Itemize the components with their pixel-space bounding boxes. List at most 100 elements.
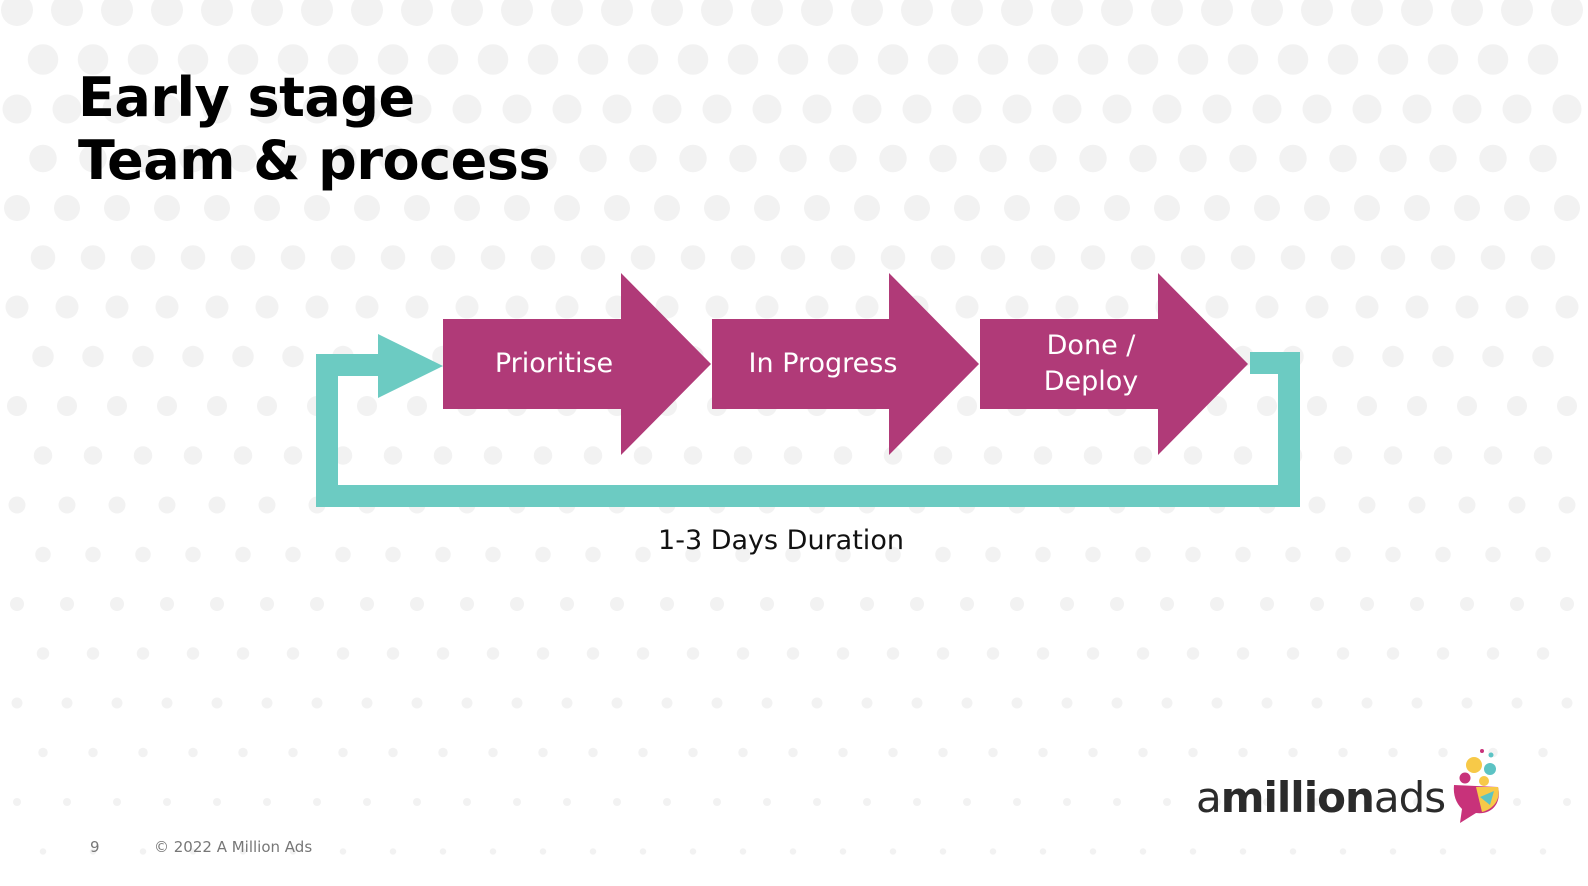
background-dot bbox=[8, 496, 26, 514]
background-dot bbox=[61, 697, 73, 709]
background-dot bbox=[755, 295, 779, 319]
background-dot bbox=[463, 798, 471, 806]
background-dot bbox=[1277, 44, 1309, 75]
background-dot bbox=[530, 245, 556, 270]
background-dot bbox=[655, 295, 679, 319]
background-dot bbox=[501, 0, 533, 26]
background-dot bbox=[157, 396, 177, 416]
background-dot bbox=[1180, 245, 1206, 270]
background-dot bbox=[380, 245, 406, 270]
background-dot bbox=[311, 697, 323, 709]
background-dot bbox=[638, 747, 648, 758]
background-dot bbox=[354, 195, 380, 221]
background-dot bbox=[1527, 44, 1559, 75]
background-dot bbox=[811, 697, 823, 709]
background-dot bbox=[83, 446, 103, 465]
background-dot bbox=[1358, 496, 1376, 514]
background-dot bbox=[1389, 848, 1397, 855]
background-dot bbox=[113, 798, 121, 806]
background-dot bbox=[280, 245, 306, 270]
background-dot bbox=[711, 697, 723, 709]
background-dot bbox=[929, 144, 957, 173]
background-dot bbox=[88, 747, 98, 758]
background-dot bbox=[836, 647, 850, 660]
background-dot bbox=[1077, 44, 1109, 75]
background-dot bbox=[1402, 94, 1432, 124]
background-dot bbox=[780, 245, 806, 270]
background-dot bbox=[361, 697, 373, 709]
background-dot bbox=[135, 546, 151, 563]
background-dot bbox=[579, 144, 607, 173]
background-dot bbox=[327, 44, 359, 75]
background-dot bbox=[680, 245, 706, 270]
background-dot bbox=[1179, 144, 1207, 173]
background-dot bbox=[1482, 345, 1504, 368]
logo-bubble-icon bbox=[1453, 749, 1499, 823]
background-dot bbox=[1339, 848, 1347, 855]
background-dot bbox=[438, 747, 448, 758]
background-dot bbox=[57, 396, 77, 416]
background-dot bbox=[1477, 44, 1509, 75]
background-dot bbox=[1238, 747, 1248, 758]
background-dot bbox=[180, 245, 206, 270]
background-dot bbox=[313, 798, 321, 806]
background-dot bbox=[277, 44, 309, 75]
background-dot bbox=[636, 647, 650, 660]
background-dot bbox=[485, 546, 501, 563]
background-dot bbox=[480, 245, 506, 270]
background-dot bbox=[1202, 94, 1232, 124]
background-dot bbox=[1152, 94, 1182, 124]
background-dot bbox=[302, 94, 332, 124]
step-label-line: In Progress bbox=[748, 348, 898, 379]
background-dot bbox=[786, 647, 800, 660]
background-dot bbox=[1161, 697, 1173, 709]
background-dot bbox=[560, 597, 574, 611]
background-dot bbox=[829, 144, 857, 173]
background-dot bbox=[483, 446, 503, 465]
background-dot bbox=[851, 0, 883, 26]
background-dot bbox=[1211, 697, 1223, 709]
background-dot bbox=[288, 747, 298, 758]
background-dot bbox=[163, 798, 171, 806]
background-dot bbox=[182, 345, 204, 368]
background-dot bbox=[1313, 798, 1321, 806]
background-dot bbox=[136, 647, 150, 660]
background-dot bbox=[910, 597, 924, 611]
background-dot bbox=[1354, 195, 1380, 221]
background-dot bbox=[1377, 44, 1409, 75]
background-dot bbox=[1257, 396, 1277, 416]
background-dot bbox=[1111, 697, 1123, 709]
background-dot bbox=[1379, 144, 1407, 173]
background-dot bbox=[210, 597, 224, 611]
background-dot bbox=[257, 396, 277, 416]
background-dot bbox=[1555, 295, 1579, 319]
background-dot bbox=[1030, 245, 1056, 270]
background-dot bbox=[1479, 144, 1507, 173]
background-dot bbox=[161, 697, 173, 709]
background-dot bbox=[1183, 446, 1203, 465]
background-dot bbox=[1036, 647, 1050, 660]
background-dot bbox=[1336, 647, 1350, 660]
background-dot bbox=[1011, 697, 1023, 709]
background-dot bbox=[1289, 848, 1297, 855]
background-dot bbox=[635, 546, 651, 563]
background-dot bbox=[133, 446, 153, 465]
background-dot bbox=[1239, 848, 1247, 855]
background-dot bbox=[763, 798, 771, 806]
background-dot bbox=[538, 747, 548, 758]
background-dot bbox=[1001, 0, 1033, 26]
background-dot bbox=[813, 798, 821, 806]
background-dot bbox=[289, 848, 297, 855]
background-dot bbox=[1386, 647, 1400, 660]
background-dot bbox=[1452, 94, 1482, 124]
background-dot bbox=[4, 195, 30, 221]
background-dot bbox=[860, 597, 874, 611]
background-dot bbox=[729, 144, 757, 173]
background-dot bbox=[238, 747, 248, 758]
background-dot bbox=[251, 0, 283, 26]
background-dot bbox=[1530, 245, 1556, 270]
background-dot bbox=[1260, 597, 1274, 611]
logo-wordmark-part: million bbox=[1220, 773, 1375, 822]
background-dot bbox=[55, 295, 79, 319]
background-dot bbox=[979, 144, 1007, 173]
